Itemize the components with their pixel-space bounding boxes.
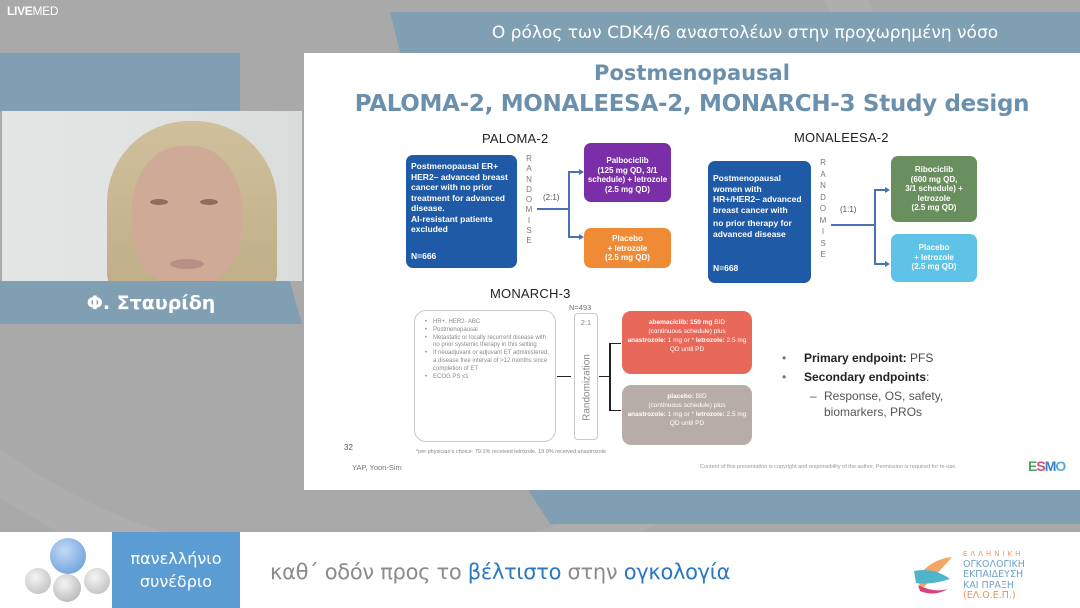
slide-title-line1: Postmenopausal <box>594 61 790 85</box>
speaker-video <box>2 111 302 281</box>
monarch3-eligibility-box: HR+, HER2- ABC Postmenopausal Metastatic… <box>414 310 556 442</box>
eloep-logo-icon <box>914 557 952 594</box>
eligibility-item: ECOG PS ≤1 <box>425 374 549 382</box>
monaleesa2-ratio: (1:1) <box>840 205 857 214</box>
monaleesa2-arm-placebo: Placebo+ letrozole(2.5 mg QD) <box>891 234 977 282</box>
population-line: HER2– advanced breast <box>411 171 508 182</box>
connector-line <box>557 376 571 378</box>
population-line: cancer with no prior <box>411 182 493 192</box>
eloep-org-name: ΕΛΛΗΝΙΚΗ ΟΓΚΟΛΟΓΙΚΗ ΕΚΠΑΙΔΕΥΣΗ ΚΑΙ ΠΡΑΞΗ… <box>963 550 1025 602</box>
endpoints-list: •Primary endpoint: PFS •Secondary endpoi… <box>782 351 944 419</box>
population-line: excluded <box>411 224 448 234</box>
paloma2-title: PALOMA-2 <box>482 131 549 146</box>
connector-line <box>874 189 886 191</box>
speaker-eye <box>200 199 218 205</box>
speaker-eye <box>150 199 168 205</box>
eligibility-item: If neoadjuvant or adjuvant ET administer… <box>425 350 549 373</box>
population-line: Postmenopausal ER+ <box>411 161 499 171</box>
monaleesa2-arm-ribociclib: Ribociclib(600 mg QD,3/1 schedule) +letr… <box>891 156 977 222</box>
monarch3-arm-abemaciclib: abemaciclib: 150 mg BID (continuous sche… <box>622 311 752 374</box>
slide-page-number: 32 <box>344 443 353 452</box>
paloma2-n: N=666 <box>411 250 437 261</box>
arrow-icon <box>579 169 584 175</box>
conference-slogan: καθ΄ οδόν προς το βέλτιστο στην ογκολογί… <box>270 560 731 584</box>
eligibility-item: Postmenopausal <box>425 327 549 335</box>
speaker-face <box>132 146 242 281</box>
connector-line <box>599 376 609 378</box>
monarch3-ratio: 2:1 <box>580 318 592 327</box>
arrow-icon <box>579 234 584 240</box>
livemed-logo: LIVEMED <box>7 4 59 18</box>
session-title: Ο ρόλος των CDK4/6 αναστολέων στην προχω… <box>491 22 999 43</box>
connector-line <box>609 343 621 345</box>
arrow-icon <box>885 261 890 267</box>
paloma2-ratio: (2:1) <box>543 193 560 202</box>
connector-line <box>874 189 876 264</box>
slide-footnote: *per physician's choice: 79.1% received … <box>416 449 606 455</box>
speaker-mouth <box>170 259 204 269</box>
arrow-icon <box>885 187 890 193</box>
randomization-label: Randomization <box>581 354 593 421</box>
eligibility-item: HR+, HER2- ABC <box>425 319 549 327</box>
slide-copyright: Content of this presentation is copyrigh… <box>700 464 957 470</box>
connector-line <box>568 236 580 238</box>
population-line: AI-resistant patients <box>411 213 493 224</box>
session-title-band: Ο ρόλος των CDK4/6 αναστολέων στην προχω… <box>390 12 1080 53</box>
connector-line <box>568 171 580 173</box>
monarch3-randomization-box: 2:1 Randomization <box>574 313 598 440</box>
slide-title-line2: PALOMA-2, MONALEESA-2, MONARCH-3 Study d… <box>354 91 1030 117</box>
eligibility-item: Metastatic or locally recurrent disease … <box>425 335 549 351</box>
paloma2-arm-placebo: Placebo+ letrozole(2.5 mg QD) <box>584 228 671 268</box>
monarch3-n: N=493 <box>569 303 592 312</box>
connector-line <box>874 263 886 265</box>
connector-line <box>537 208 569 210</box>
connector-line <box>831 224 875 226</box>
slide-author: YAP, Yoon-Sim <box>352 463 402 472</box>
connector-line <box>609 343 611 411</box>
connector-line <box>568 171 570 237</box>
connector-line <box>609 410 621 412</box>
lower-decor-band <box>528 490 1080 524</box>
population-line: disease. <box>411 203 445 213</box>
paloma2-population-box: Postmenopausal ER+ HER2– advanced breast… <box>406 155 517 268</box>
conference-tag: πανελλήνιο συνέδριο <box>112 532 240 608</box>
presentation-slide: Postmenopausal PALOMA-2, MONALEESA-2, MO… <box>304 53 1080 490</box>
monaleesa2-n: N=668 <box>713 262 739 273</box>
monaleesa2-title: MONALEESA-2 <box>794 130 889 145</box>
esmo-logo: ESMO <box>1028 458 1066 474</box>
left-decor-band <box>0 53 240 111</box>
conference-banner: πανελλήνιο συνέδριο καθ΄ οδόν προς το βέ… <box>0 532 1080 608</box>
monarch3-arm-placebo: placebo: BID (continuous schedule) plus … <box>622 385 752 445</box>
speaker-name: Φ. Σταυρίδη <box>86 291 216 314</box>
monaleesa2-population-box: Postmenopausal women with HR+/HER2– adva… <box>708 161 811 283</box>
monarch3-title: MONARCH-3 <box>490 286 571 301</box>
molecule-logo <box>20 532 112 608</box>
population-line: treatment for advanced <box>411 192 505 203</box>
speaker-name-band: Φ. Σταυρίδη <box>0 281 302 324</box>
